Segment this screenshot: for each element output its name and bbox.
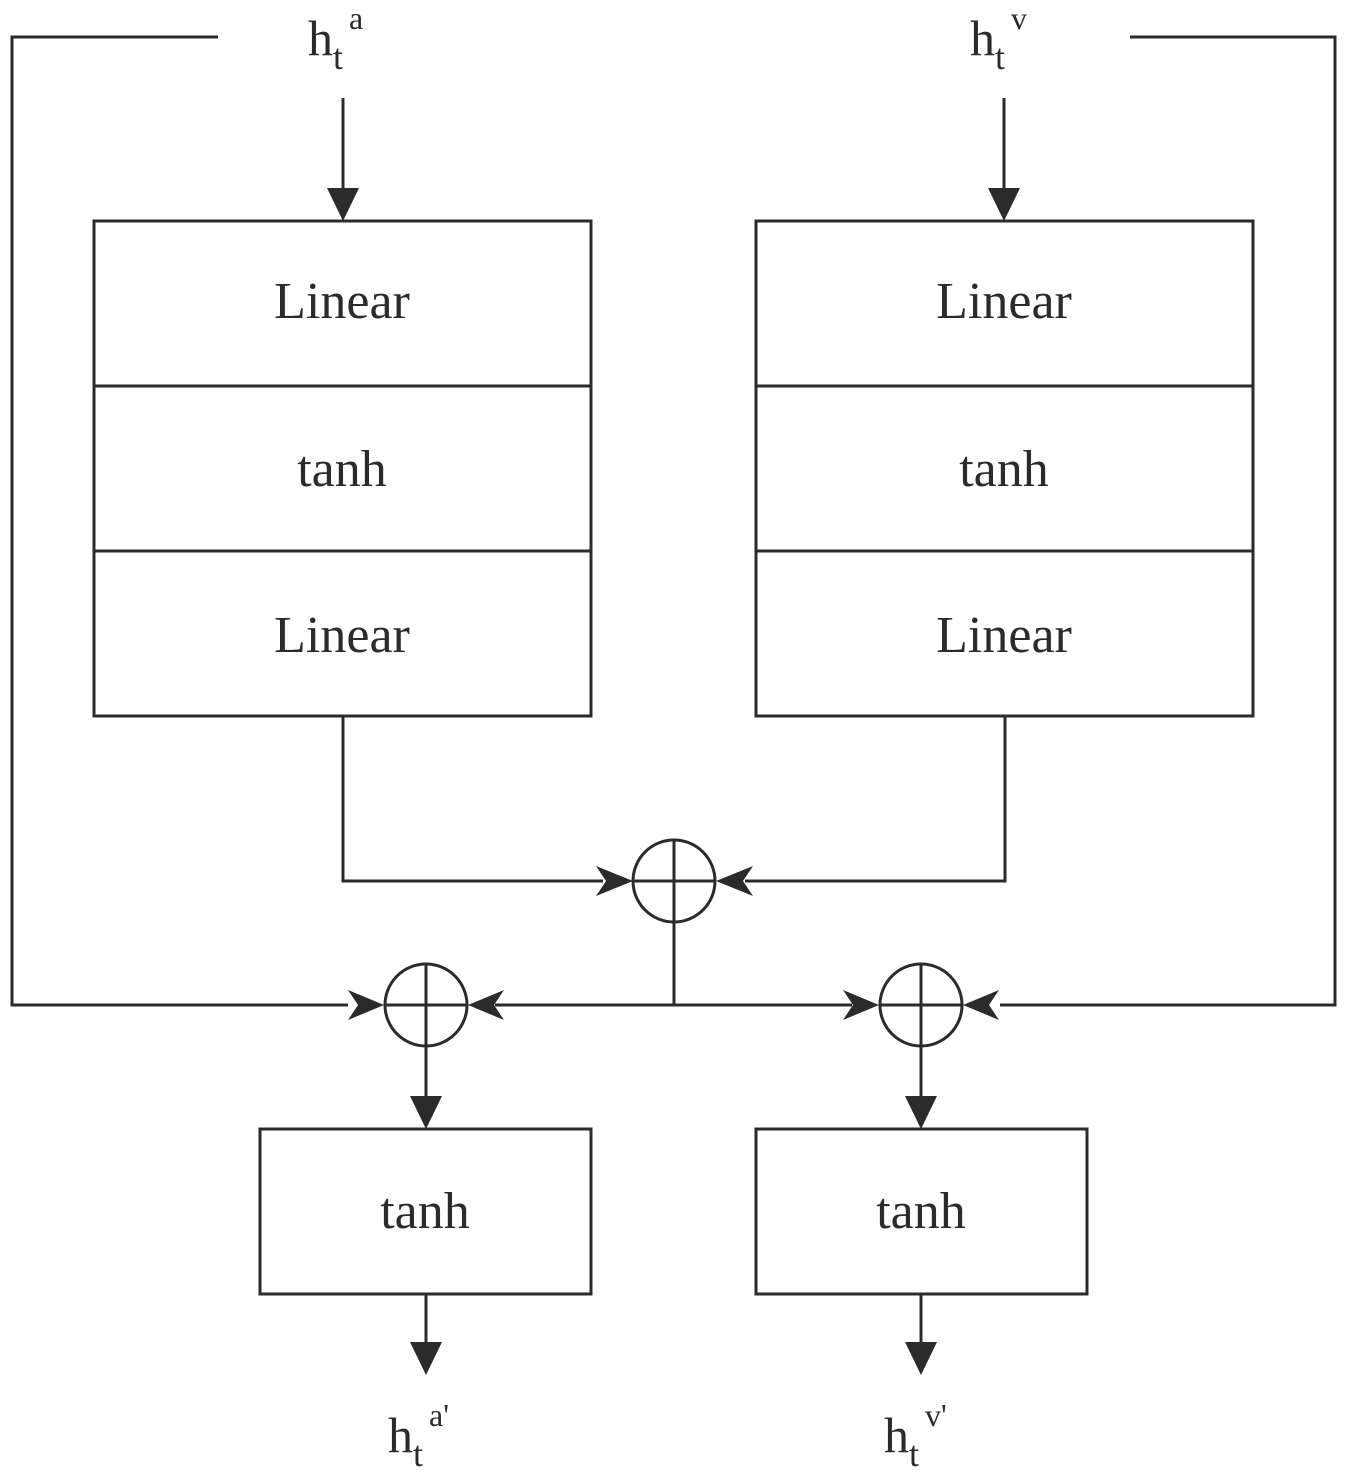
audio-input-arrowhead <box>327 188 359 221</box>
right-linear-1-box <box>754 219 1255 388</box>
audio-output-label: hta' <box>388 1397 449 1474</box>
bus-to-left-sum-arrowhead <box>468 990 504 1020</box>
right-sum-node <box>878 962 964 1048</box>
left-sum-to-tanh-arrowhead <box>410 1096 442 1129</box>
right-linear-1-label: Linear <box>936 273 1072 330</box>
left-sum-node <box>383 962 469 1048</box>
audio-output-arrowhead <box>410 1342 442 1375</box>
left-linear-1-label: Linear <box>274 273 410 330</box>
left-output-tanh-box <box>258 1127 593 1296</box>
top-sum-node <box>631 838 717 924</box>
audio-skip-arrowhead <box>348 990 384 1020</box>
left-output-tanh-label: tanh <box>380 1183 470 1240</box>
right-sum-to-tanh-arrowhead <box>905 1096 937 1129</box>
right-tanh-box <box>754 384 1255 553</box>
right-output-tanh-label: tanh <box>876 1183 966 1240</box>
visual-layer-stack: Linear tanh Linear <box>754 219 1255 718</box>
visual-input-arrowhead <box>988 188 1020 221</box>
bus-to-right-sum-arrowhead <box>843 990 879 1020</box>
right-stack-to-sum-arrowhead <box>716 866 753 896</box>
audio-layer-stack: Linear tanh Linear <box>92 219 593 718</box>
visual-input-label: htv <box>970 0 1027 77</box>
audio-skip-connection <box>10 35 348 1007</box>
left-linear-1-box <box>92 219 593 388</box>
right-linear-2-label: Linear <box>936 607 1072 664</box>
right-stack-to-sum-wire <box>745 716 1007 883</box>
left-stack-to-sum-arrowhead <box>596 866 633 896</box>
left-stack-to-sum-wire <box>341 716 603 883</box>
visual-skip-arrowhead <box>963 990 999 1020</box>
right-tanh-label: tanh <box>959 441 1049 498</box>
audio-input-label: hta <box>308 0 363 77</box>
right-output-tanh-box <box>754 1127 1089 1296</box>
left-tanh-label: tanh <box>297 441 387 498</box>
left-linear-2-box <box>92 549 593 718</box>
visual-skip-connection <box>1000 35 1337 1007</box>
visual-output-arrowhead <box>905 1342 937 1375</box>
right-linear-2-box <box>754 549 1255 718</box>
left-linear-2-label: Linear <box>274 607 410 664</box>
visual-output-label: htv' <box>884 1397 947 1474</box>
